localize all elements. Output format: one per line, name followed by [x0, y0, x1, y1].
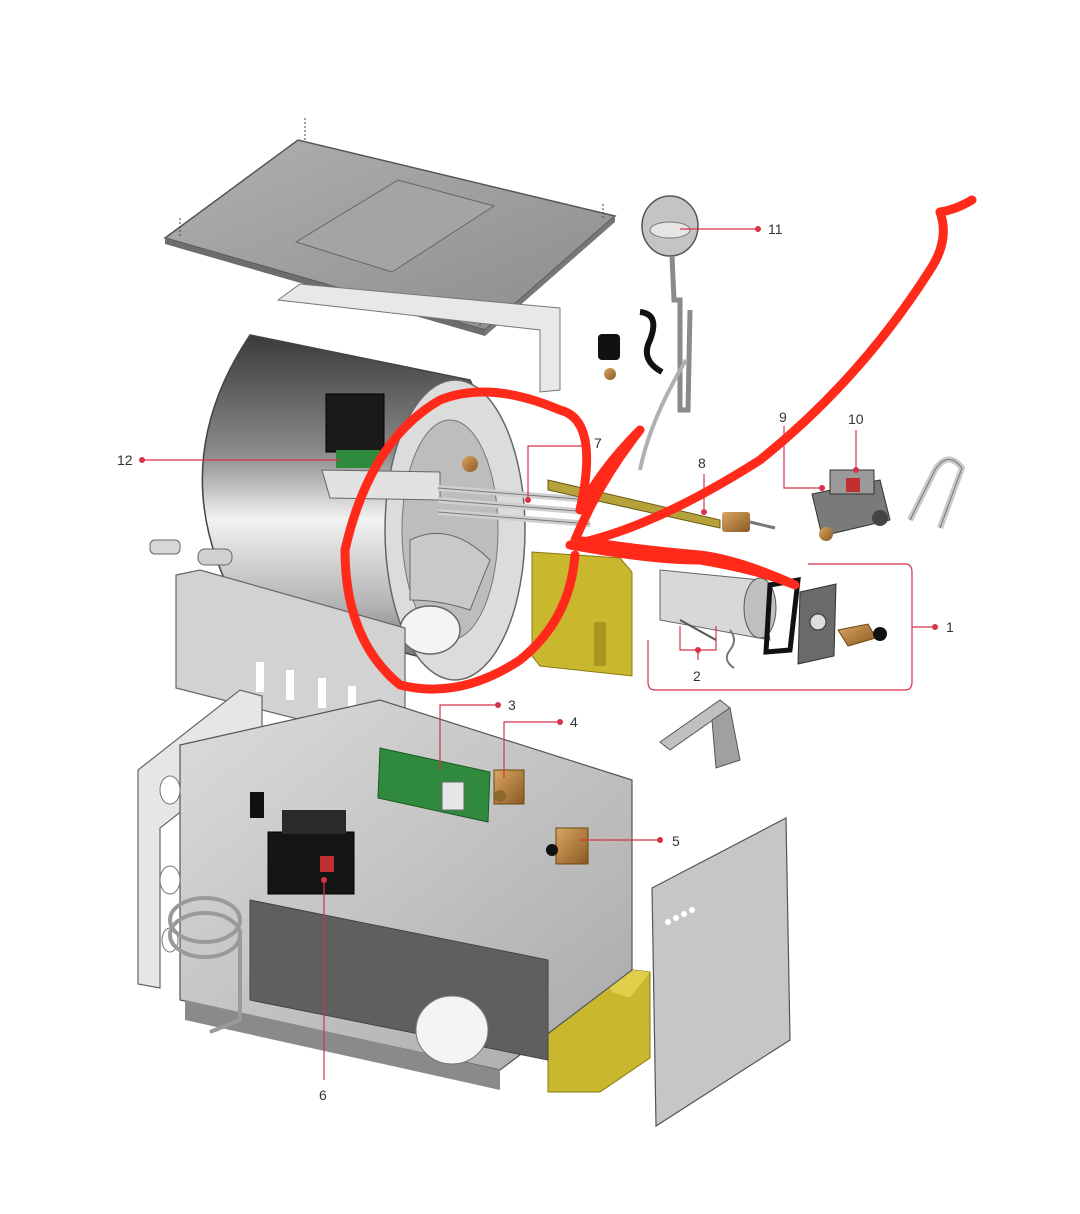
- callout-dot: [657, 837, 663, 843]
- callout-number: 6: [319, 1087, 327, 1103]
- callout-dot: [755, 226, 761, 232]
- burner-assembly: [659, 569, 777, 669]
- brass-switch: [493, 769, 525, 805]
- callout-number: 11: [768, 221, 783, 237]
- heating-element: [437, 485, 591, 527]
- insulation-block-upper: [531, 551, 633, 677]
- callout-8: 8: [698, 455, 707, 515]
- callout-dot: [139, 457, 145, 463]
- gas-valve: [811, 469, 891, 541]
- callout-number: 1: [946, 619, 954, 635]
- callout-dot: [525, 497, 531, 503]
- gas-elbow: [837, 623, 887, 647]
- callout-6: 6: [319, 877, 327, 1103]
- callout-dot: [701, 509, 707, 515]
- callout-leader-line: [439, 704, 498, 770]
- callout-4: 4: [503, 714, 578, 778]
- red-annotation-mark: [340, 195, 977, 694]
- circuit-board: [377, 747, 491, 823]
- gas-pipe-loop: [907, 456, 966, 530]
- thermostat-dial: [638, 195, 699, 471]
- callout-number: 7: [594, 435, 602, 451]
- mounting-plate: [797, 583, 837, 665]
- callout-dot: [819, 485, 825, 491]
- callout-leader-line: [503, 721, 560, 778]
- callout-leader-line: [783, 426, 822, 489]
- heat-shield: [276, 283, 561, 393]
- callout-dot: [853, 467, 859, 473]
- callout-number: 4: [570, 714, 578, 730]
- callout-5: 5: [580, 833, 680, 849]
- callout-11: 11: [680, 221, 783, 237]
- callout-number: 8: [698, 455, 706, 471]
- inlet-fittings: [149, 539, 233, 566]
- callout-1: 1: [647, 563, 954, 691]
- transformer: [267, 810, 355, 895]
- callout-3: 3: [439, 697, 516, 770]
- callout-9: 9: [779, 409, 825, 491]
- callout-number: 10: [848, 411, 864, 427]
- callout-number: 12: [117, 452, 133, 468]
- brass-valve: [546, 827, 589, 865]
- callout-number: 3: [508, 697, 516, 713]
- callout-10: 10: [848, 411, 864, 473]
- thermocouple-coil: [598, 309, 664, 380]
- burner-bracket: [659, 699, 741, 769]
- callout-number: 9: [779, 409, 787, 425]
- callout-dot: [495, 702, 501, 708]
- callout-2: 2: [679, 626, 717, 684]
- callout-number: 2: [693, 668, 701, 684]
- heat-exchanger-cylinder: [201, 334, 526, 681]
- callout-number: 5: [672, 833, 680, 849]
- callout-dot: [557, 719, 563, 725]
- coiled-cable: [168, 792, 264, 1034]
- callout-7: 7: [525, 435, 602, 503]
- callout-dot: [321, 877, 327, 883]
- callout-dot: [932, 624, 938, 630]
- callout-12: 12: [117, 452, 340, 468]
- side-panel: [651, 817, 791, 1128]
- callout-dot: [695, 647, 701, 653]
- callout-leader-line: [527, 445, 588, 500]
- callout-leader-line: [647, 563, 932, 691]
